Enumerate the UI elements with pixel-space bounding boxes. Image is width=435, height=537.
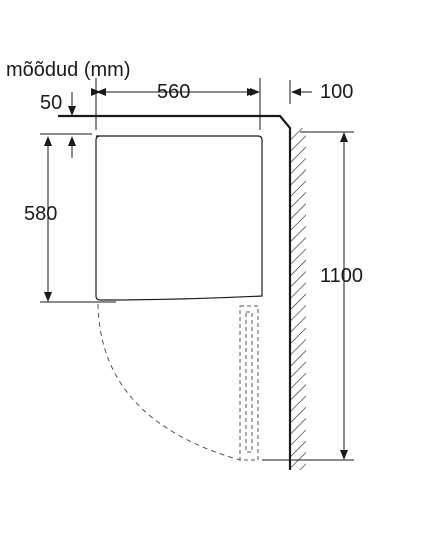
width-arrow-right xyxy=(250,88,260,96)
depth-arrow-top xyxy=(44,136,52,146)
depth-arrow-bottom xyxy=(44,292,52,302)
open-door-outline xyxy=(239,305,259,461)
door-open-arrow-bottom xyxy=(340,450,348,460)
door-open-arrow-top xyxy=(340,132,348,142)
appliance-body-outline xyxy=(95,135,263,301)
top-gap-arrow-up xyxy=(68,136,76,146)
door-swing-arc xyxy=(97,303,241,461)
top-gap-label: 50 xyxy=(40,92,62,114)
width-arrow-left xyxy=(96,88,106,96)
wall-hatch xyxy=(290,128,306,470)
diagram-title: mõõdud (mm) xyxy=(6,59,130,81)
door-open-depth-label: 1100 xyxy=(320,265,363,287)
width-label: 560 xyxy=(157,81,190,103)
top-gap-arrow-down xyxy=(68,106,76,116)
wall-gap-arrow xyxy=(291,88,301,96)
wall-gap-label: 100 xyxy=(320,81,353,103)
countertop-and-wall-line xyxy=(58,114,292,470)
depth-label: 580 xyxy=(24,203,57,225)
